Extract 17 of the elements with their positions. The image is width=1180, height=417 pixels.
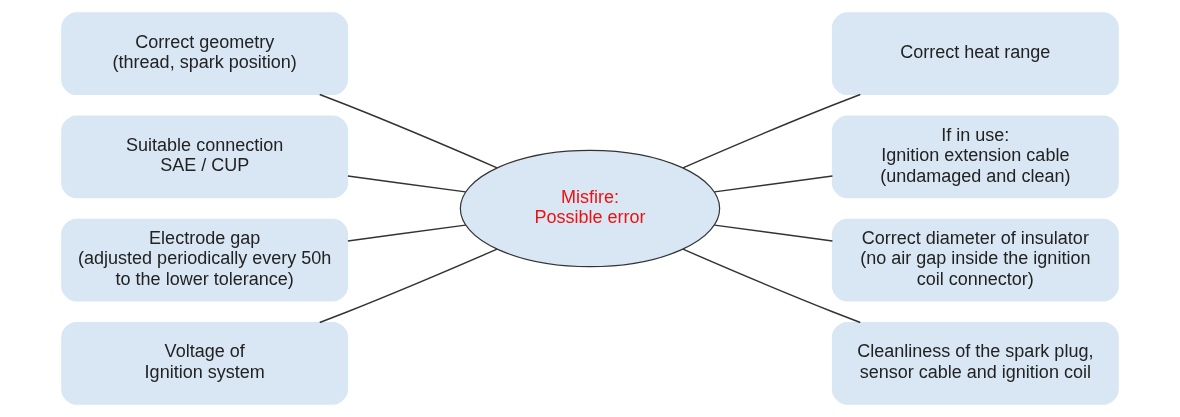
connector bbox=[347, 175, 467, 193]
node-box: Correct diameter of insulator (no air gap inside the ignition coil connector) bbox=[831, 218, 1119, 302]
connector bbox=[682, 248, 861, 324]
connector bbox=[713, 175, 834, 193]
node-box: If in use: Ignition extension cable (undamaged and clean) bbox=[831, 115, 1119, 199]
node-box: Correct geometry (thread, spark position) bbox=[61, 12, 349, 96]
node-box: Electrode gap (adjusted periodically every 50h to the lower tolerance) bbox=[61, 218, 349, 302]
node-ellipse: Misfire: Possible error bbox=[459, 149, 721, 268]
connector bbox=[713, 224, 834, 242]
node-box: Correct heat range bbox=[831, 12, 1119, 96]
connector bbox=[319, 248, 498, 324]
node-box: Voltage of Ignition system bbox=[61, 321, 349, 405]
connector bbox=[347, 224, 467, 242]
connector bbox=[319, 93, 498, 169]
node-box: Cleanliness of the spark plug, sensor cable and ignition coil bbox=[831, 321, 1119, 405]
node-box: Suitable connection SAE / CUP bbox=[61, 115, 349, 199]
connector bbox=[682, 93, 861, 169]
